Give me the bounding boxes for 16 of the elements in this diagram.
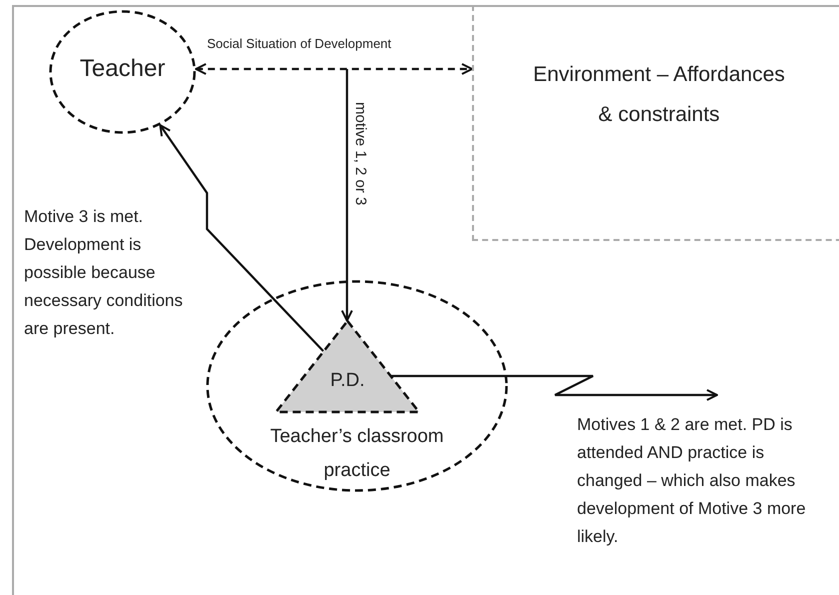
- annotation-text: Motive 3 is met. Development is possible because necessary conditions are present.: [24, 206, 184, 340]
- edge-label: motive 1, 2 or 3: [352, 100, 369, 208]
- triangle: [275, 320, 420, 413]
- arrow: [159, 124, 324, 352]
- dashed-panel: [472, 5, 839, 241]
- node-label: Teacher’s classroom practice: [269, 425, 445, 483]
- node-label: Environment – Affordances & constraints: [532, 62, 786, 128]
- annotation-text: Motives 1 & 2 are met. PD is attended AND practice is changed – which also makes development of Motive 3 more likely.: [577, 414, 807, 548]
- dashed-ellipse: [49, 10, 196, 134]
- node-label: Teacher: [78, 54, 166, 84]
- arrow: [194, 63, 473, 75]
- arrow: [391, 374, 718, 401]
- arrow: [341, 69, 353, 322]
- node-label: P.D.: [329, 369, 366, 393]
- edge-label: Social Situation of Development: [205, 36, 394, 51]
- dashed-ellipse: [206, 280, 508, 492]
